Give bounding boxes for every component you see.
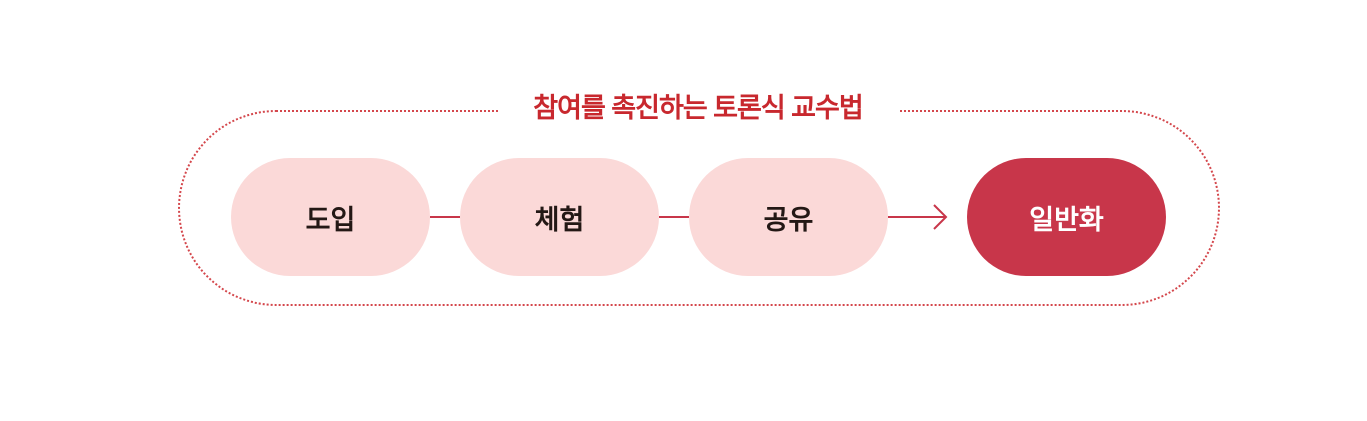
connector-line [430, 216, 460, 218]
arrow-right-icon [888, 204, 948, 230]
step-share: 공유 [689, 158, 888, 276]
connector-line [659, 216, 689, 218]
step-generalize: 일반화 [967, 158, 1166, 276]
step-intro: 도입 [231, 158, 430, 276]
diagram-title: 참여를 촉진하는 토론식 교수법 [498, 88, 898, 128]
step-experience: 체험 [460, 158, 659, 276]
